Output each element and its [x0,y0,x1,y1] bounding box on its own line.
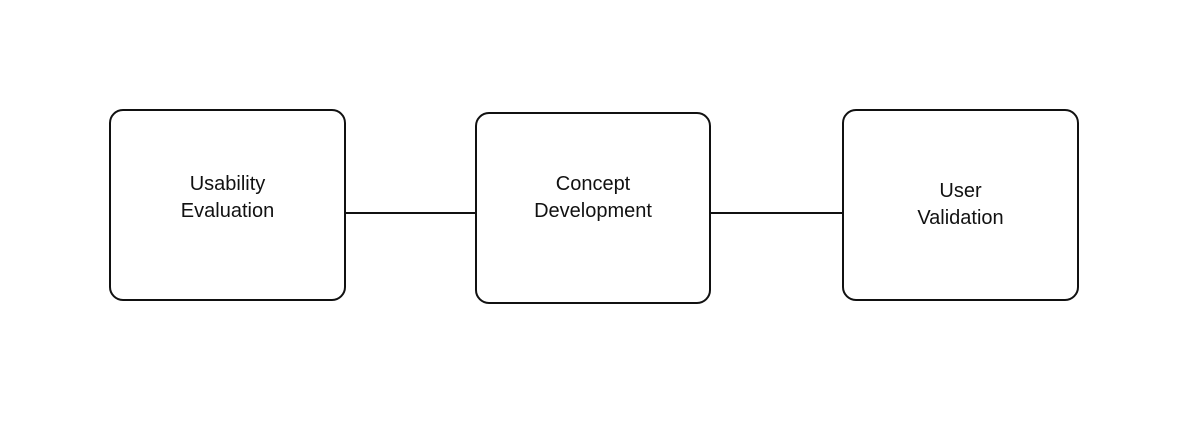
node-concept-development: Concept Development [475,112,711,304]
node-usability-evaluation: Usability Evaluation [109,109,346,301]
connector-line-2 [710,212,843,214]
node-label-line-1: User [939,180,982,202]
connector-line-1 [345,212,476,214]
node-label-line-2: Validation [917,207,1004,229]
node-label-line-2: Development [534,200,652,222]
node-label-line-2: Evaluation [180,200,275,222]
node-label-line-1: Usability [189,173,266,195]
node-user-validation: User Validation [842,109,1079,301]
node-label-line-1: Concept [555,173,631,195]
